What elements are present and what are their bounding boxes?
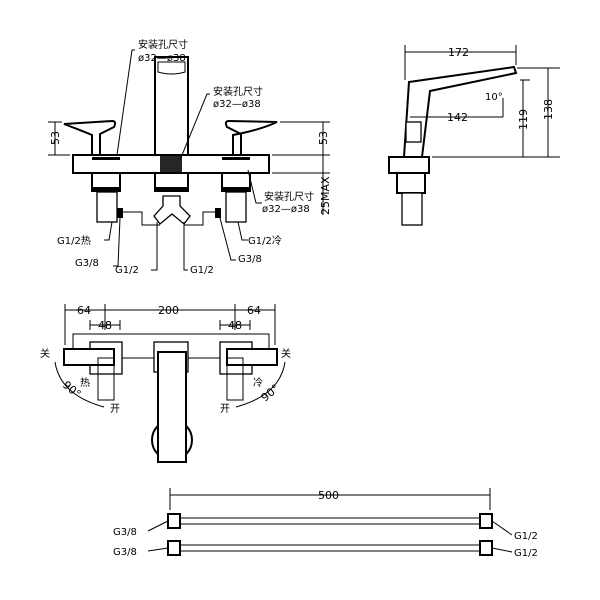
leader-hole-3 <box>247 169 262 204</box>
leader-hole-2 <box>179 93 210 161</box>
dim-500-lines <box>169 488 491 510</box>
center-nut <box>154 188 189 192</box>
leader-hot <box>104 221 113 241</box>
left-shank <box>96 191 118 223</box>
leader-center-right <box>183 222 188 271</box>
center-body <box>154 172 189 189</box>
dim-right-edge: 64 <box>247 304 261 317</box>
side-shank <box>401 192 423 226</box>
hose-bottom-right-nut <box>479 540 493 556</box>
leader-cold <box>237 221 248 241</box>
dim-172-lines <box>404 45 517 80</box>
spout-body <box>154 56 189 156</box>
left-valve-body <box>91 172 121 189</box>
hose-top <box>179 517 481 525</box>
dim-left-edge: 64 <box>77 304 91 317</box>
hose-left-bottom: G3/8 <box>113 547 137 558</box>
right-collar <box>222 157 250 160</box>
left-open: 开 <box>110 404 120 415</box>
left-handle-top <box>63 348 115 366</box>
hose-top-left-nut <box>167 513 181 529</box>
rotation-arcs <box>54 361 286 408</box>
leader-hole-1 <box>116 49 135 156</box>
spout-collar <box>160 155 182 173</box>
left-closed: 关 <box>40 347 50 360</box>
hose-leaders <box>147 520 513 553</box>
hole-label-3: 安装孔尺寸 <box>264 190 314 203</box>
conn-center-right: G1/2 <box>190 265 214 276</box>
right-handle-open <box>226 357 244 401</box>
hose-left-top: G3/8 <box>113 527 137 538</box>
hose-top-right-nut <box>479 513 493 529</box>
dim-length: 172 <box>448 46 469 59</box>
spout-top <box>157 351 187 463</box>
dim-total-height: 138 <box>542 99 555 120</box>
dim-142-lines <box>410 98 504 118</box>
right-shank <box>225 191 247 223</box>
dim-right-handle: 48 <box>228 319 242 332</box>
dim-spout-height: 119 <box>517 109 530 130</box>
right-valve-body <box>221 172 251 189</box>
dim-left-height: 53 <box>49 131 62 145</box>
dim-left-53-lines <box>48 121 70 156</box>
conn-hot: G1/2热 <box>57 234 91 247</box>
connection-pipes <box>123 211 215 226</box>
conn-right-g38: G3/8 <box>238 254 262 265</box>
front-view: 安装孔尺寸 ø32—ø38 安装孔尺寸 ø32—ø38 安装孔尺寸 ø32—ø3… <box>48 38 332 276</box>
side-deck <box>388 156 430 174</box>
hose-length: 500 <box>318 489 339 502</box>
top-view: 64 200 64 48 48 关 关 90° 90° 热 冷 开 开 <box>40 304 291 463</box>
side-body <box>396 172 426 194</box>
conn-left-g38: G3/8 <box>75 258 99 269</box>
hoses: 500 G3/8 G3/8 G1/2 G1/2 <box>113 488 538 559</box>
hole-size-3: ø32—ø38 <box>262 204 310 215</box>
left-handle <box>63 119 117 156</box>
right-handle-top <box>226 348 278 366</box>
right-outlet <box>215 208 221 218</box>
leader-g38-left <box>113 217 121 267</box>
hose-right-bottom: G1/2 <box>514 548 538 559</box>
left-handle-open <box>97 357 115 401</box>
dim-right-lines <box>272 121 330 215</box>
right-open: 开 <box>220 404 230 415</box>
spout-outlet <box>157 61 186 75</box>
right-handle <box>224 119 278 156</box>
dim-angle: 10° <box>485 92 503 103</box>
cold-label: 冷 <box>253 376 263 389</box>
dim-48-lines <box>89 320 251 330</box>
hole-label-2: 安装孔尺寸 <box>213 85 263 98</box>
left-nut <box>91 188 121 192</box>
side-handle-base <box>405 121 422 143</box>
dim-left-handle: 48 <box>98 319 112 332</box>
left-outlet <box>117 208 123 218</box>
dim-right-height: 53 <box>317 131 330 145</box>
leader-g38-right <box>219 217 236 261</box>
hot-label: 热 <box>80 376 90 389</box>
hose-right-top: G1/2 <box>514 531 538 542</box>
right-closed: 关 <box>281 347 291 360</box>
leader-center-left <box>151 222 158 271</box>
hose-bottom <box>179 544 481 552</box>
conn-cold: G1/2冷 <box>248 234 282 247</box>
dim-height-lines <box>432 67 560 158</box>
dim-max-thickness: 25MAX <box>319 176 332 215</box>
y-connector <box>153 195 191 225</box>
side-view: 172 142 10° 119 138 <box>388 45 560 226</box>
hose-bottom-left-nut <box>167 540 181 556</box>
right-nut <box>221 188 251 192</box>
hole-label-1: 安装孔尺寸 <box>138 38 188 51</box>
hole-size-1: ø32—ø38 <box>138 53 186 64</box>
conn-center-left: G1/2 <box>115 265 139 276</box>
hole-size-2: ø32—ø38 <box>213 99 261 110</box>
left-collar <box>92 157 120 160</box>
dim-top-lines <box>64 304 276 345</box>
dim-center-spacing: 200 <box>158 304 179 317</box>
dim-reach: 142 <box>447 111 468 124</box>
